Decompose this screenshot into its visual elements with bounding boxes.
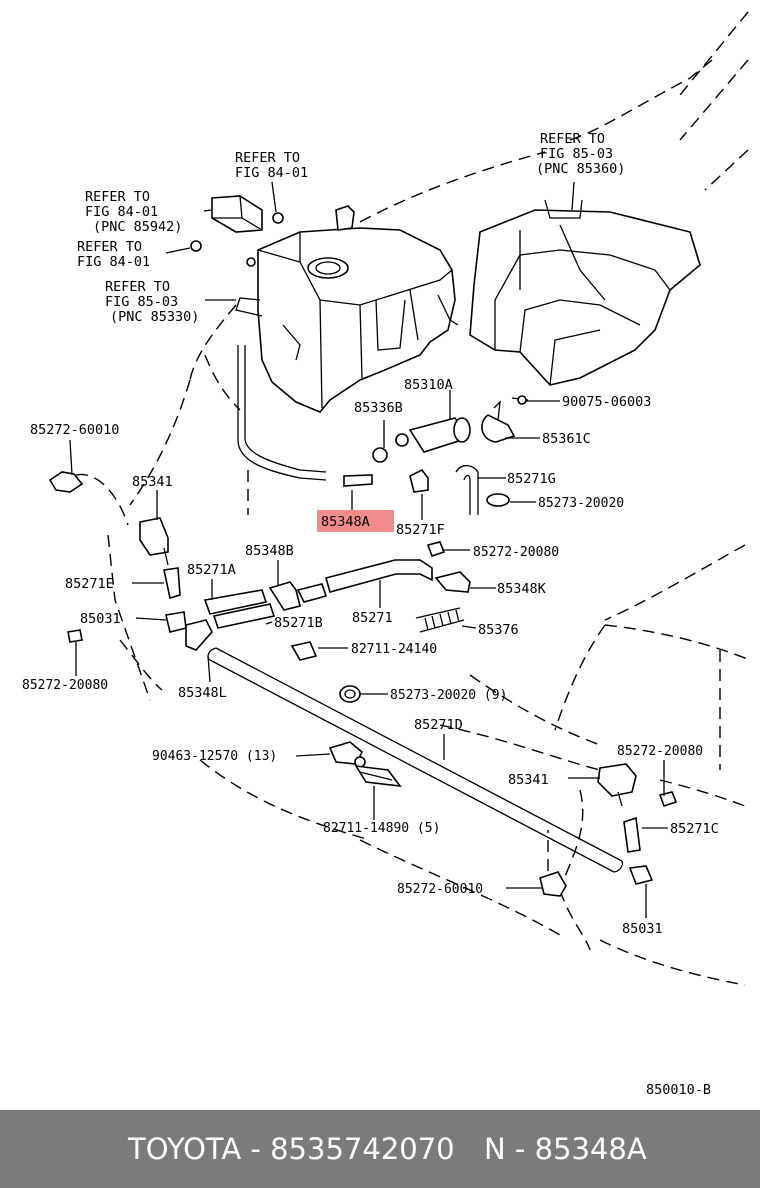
figure-code: 850010-B xyxy=(646,1082,711,1098)
parts-diagram: REFER TO FIG 84-01 REFER TO FIG 84-01 (P… xyxy=(22,11,751,1098)
callout-refer-8401-pnc-line3: (PNC 85942) xyxy=(93,219,182,235)
refer-callouts: REFER TO FIG 84-01 REFER TO FIG 84-01 (P… xyxy=(77,131,625,325)
callout-refer-8401-mid-line2: FIG 84-01 xyxy=(77,254,150,270)
part-label-85271D: 85271D xyxy=(414,717,463,733)
part-label-85348L: 85348L xyxy=(178,685,227,701)
washer-tank-illustration xyxy=(235,205,459,413)
callout-refer-8401-top-line2: FIG 84-01 xyxy=(235,165,308,181)
part-label-85272-20080-right: 85272-20080 xyxy=(617,744,703,759)
footer-reference-code: N - 85348A xyxy=(484,1132,647,1166)
callout-refer-8401-pnc-line2: FIG 84-01 xyxy=(85,204,158,220)
callout-refer-8503-pnc-line3: (PNC 85330) xyxy=(110,309,199,325)
pump-illustration xyxy=(372,395,529,463)
lower-clips-illustration xyxy=(328,741,402,788)
part-label-85272-60010-bottom: 85272-60010 xyxy=(397,882,483,897)
part-label-85348A: 85348A xyxy=(321,514,370,530)
footer-bar: TOYOTA - 8535742070 N - 85348A xyxy=(0,1110,760,1188)
callout-refer-8503-right-line2: FIG 85-03 xyxy=(540,146,613,162)
part-label-85272-60010-left: 85272-60010 xyxy=(30,422,119,438)
part-label-85271B: 85271B xyxy=(274,615,323,631)
callout-refer-8503-right-line3: (PNC 85360) xyxy=(536,161,625,177)
left-nozzle-illustration xyxy=(48,471,187,643)
tank-hose-illustration xyxy=(237,345,510,515)
part-label-85272-20080-top: 85272-20080 xyxy=(473,545,559,560)
body-outline-lines xyxy=(75,11,751,986)
callout-refer-8503-right-line1: REFER TO xyxy=(540,131,605,147)
part-label-85341-left: 85341 xyxy=(132,474,173,490)
part-label-82711-24140: 82711-24140 xyxy=(351,642,437,657)
part-label-85271F: 85271F xyxy=(396,522,445,538)
part-label-85271E: 85271E xyxy=(65,576,114,592)
part-label-85376: 85376 xyxy=(478,622,519,638)
leader-lines xyxy=(69,181,668,918)
part-label-85271: 85271 xyxy=(352,610,393,626)
part-label-85272-20080-left: 85272-20080 xyxy=(22,678,108,693)
callout-refer-8401-pnc-line1: REFER TO xyxy=(85,189,150,205)
part-label-85273-20020-9: 85273-20020 (9) xyxy=(390,688,507,703)
footer-brand-part-number: TOYOTA - 8535742070 xyxy=(128,1132,455,1166)
part-label-85271A: 85271A xyxy=(187,562,236,578)
part-label-85031-right: 85031 xyxy=(622,921,663,937)
part-label-85031-left: 85031 xyxy=(80,611,121,627)
part-label-85361C: 85361C xyxy=(542,431,591,447)
callout-refer-8401-top-line1: REFER TO xyxy=(235,150,300,166)
part-label-85341-right: 85341 xyxy=(508,772,549,788)
part-label-90463-12570: 90463-12570 (13) xyxy=(152,749,277,764)
part-label-90075-06003: 90075-06003 xyxy=(562,394,651,410)
part-label-85348K: 85348K xyxy=(497,581,547,597)
splash-panel-illustration xyxy=(469,199,701,386)
part-label-85273-20020-top: 85273-20020 xyxy=(538,496,624,511)
motor-bracket-illustration xyxy=(190,195,284,267)
part-label-85336B: 85336B xyxy=(354,400,403,416)
center-hoses-illustration xyxy=(185,541,471,703)
callout-refer-8401-mid-line1: REFER TO xyxy=(77,239,142,255)
part-label-85348B: 85348B xyxy=(245,543,294,559)
part-label-85271C: 85271C xyxy=(670,821,719,837)
long-hose-illustration xyxy=(207,647,624,873)
part-label-85271G: 85271G xyxy=(507,471,556,487)
callout-refer-8503-pnc-line2: FIG 85-03 xyxy=(105,294,178,310)
part-labels: 85310A 85336B 90075-06003 85361C 85272-6… xyxy=(22,377,719,1098)
right-nozzle-illustration xyxy=(539,763,678,897)
callout-refer-8503-pnc-line1: REFER TO xyxy=(105,279,170,295)
part-label-85310A: 85310A xyxy=(404,377,453,393)
part-label-82711-14890: 82711-14890 (5) xyxy=(323,821,440,836)
highlight-box xyxy=(317,510,394,532)
